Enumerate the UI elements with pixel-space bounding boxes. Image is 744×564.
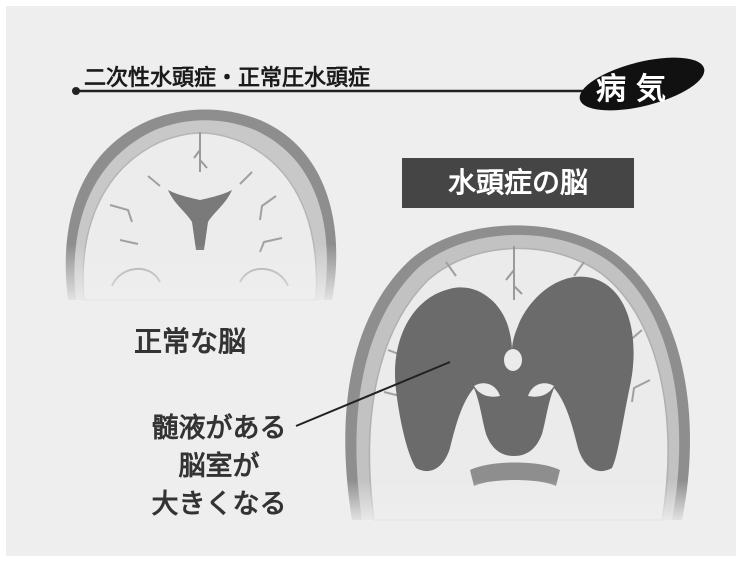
badge-shape bbox=[579, 57, 705, 111]
hydrocephalus-brain-illustration bbox=[340, 225, 700, 526]
callout-line-1: 髄液がある bbox=[151, 413, 287, 444]
enlarged-ventricle bbox=[395, 276, 634, 472]
callout-text: 髄液がある 脳室が 大きくなる bbox=[134, 410, 304, 524]
normal-ventricle bbox=[168, 190, 232, 250]
figure-title: 二次性水頭症・正常圧水頭症 bbox=[84, 66, 371, 91]
hydrocephalus-label-box: 水頭症の脳 bbox=[402, 158, 634, 208]
normal-brain-caption: 正常な脳 bbox=[134, 325, 247, 358]
title-rule bbox=[72, 87, 600, 95]
normal-brain-illustration bbox=[60, 109, 350, 308]
callout-leader-line bbox=[295, 361, 451, 427]
hydrocephalus-label: 水頭症の脳 bbox=[447, 166, 588, 199]
callout-line-2: 脳室が bbox=[178, 451, 260, 482]
callout-line-3: 大きくなる bbox=[151, 489, 287, 520]
category-badge: 病気 bbox=[596, 72, 676, 107]
